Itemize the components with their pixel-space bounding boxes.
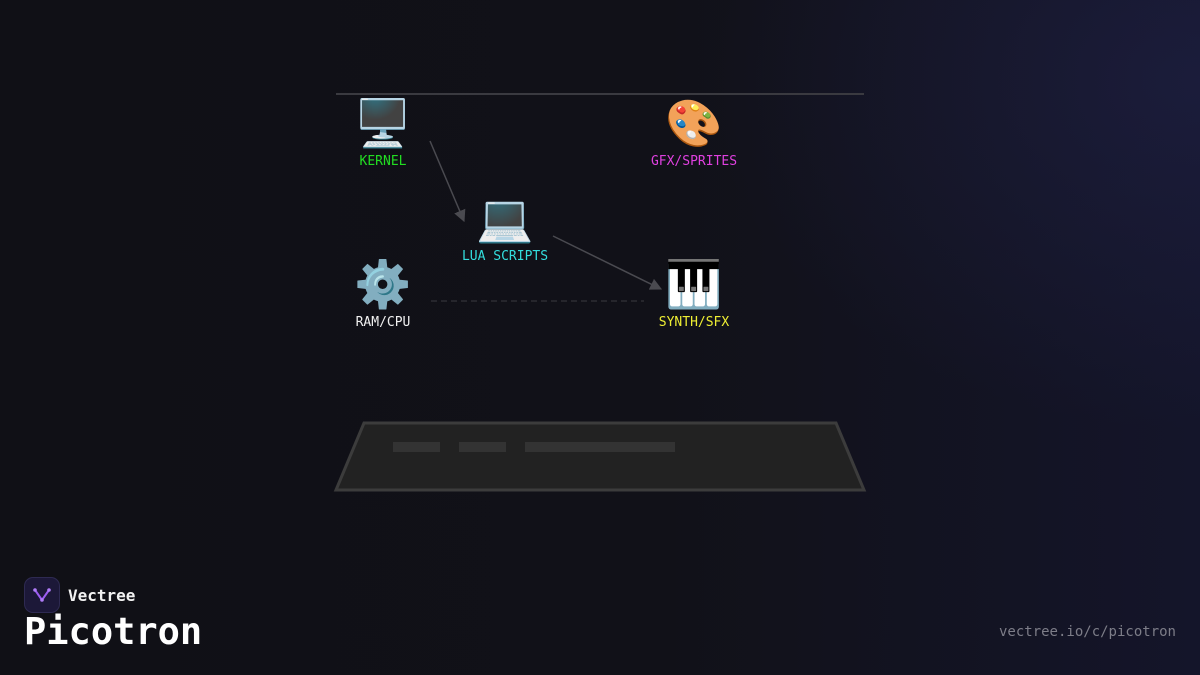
desktop-computer-icon: 🖥️ [354, 96, 412, 150]
keyboard-panel [333, 421, 867, 492]
node-gfx-sprites-label: GFX/SPRITES [650, 154, 738, 169]
top-divider-line [336, 93, 864, 95]
company-name: Vectree [68, 585, 136, 605]
product-title: Picotron [24, 610, 203, 653]
node-ram-cpu: ⚙️ RAM/CPU [343, 257, 423, 330]
vectree-logo-icon [24, 577, 60, 613]
edge-kernel-to-lua [429, 140, 466, 223]
gear-icon: ⚙️ [354, 257, 412, 311]
node-kernel-label: KERNEL [359, 154, 407, 169]
keyboard-panel-bar [393, 442, 440, 452]
laptop-icon: 💻 [476, 191, 534, 245]
node-synth-sfx-label: SYNTH/SFX [658, 315, 730, 330]
palette-icon: 🎨 [665, 96, 723, 150]
node-lua-scripts-label: LUA SCRIPTS [461, 249, 549, 264]
piano-keys-icon: 🎹 [665, 257, 723, 311]
keyboard-panel-bar [525, 442, 675, 452]
keyboard-panel-body [333, 421, 867, 492]
keyboard-panel-bar [459, 442, 506, 452]
edge-lua-to-synth [552, 235, 663, 290]
node-lua-scripts: 💻 LUA SCRIPTS [455, 191, 555, 264]
node-synth-sfx: 🎹 SYNTH/SFX [649, 257, 739, 330]
node-gfx-sprites: 🎨 GFX/SPRITES [644, 96, 744, 169]
node-kernel: 🖥️ KERNEL [343, 96, 423, 169]
course-url: vectree.io/c/picotron [998, 624, 1176, 640]
brand-lockup: Vectree [24, 577, 135, 613]
node-ram-cpu-label: RAM/CPU [355, 315, 411, 330]
